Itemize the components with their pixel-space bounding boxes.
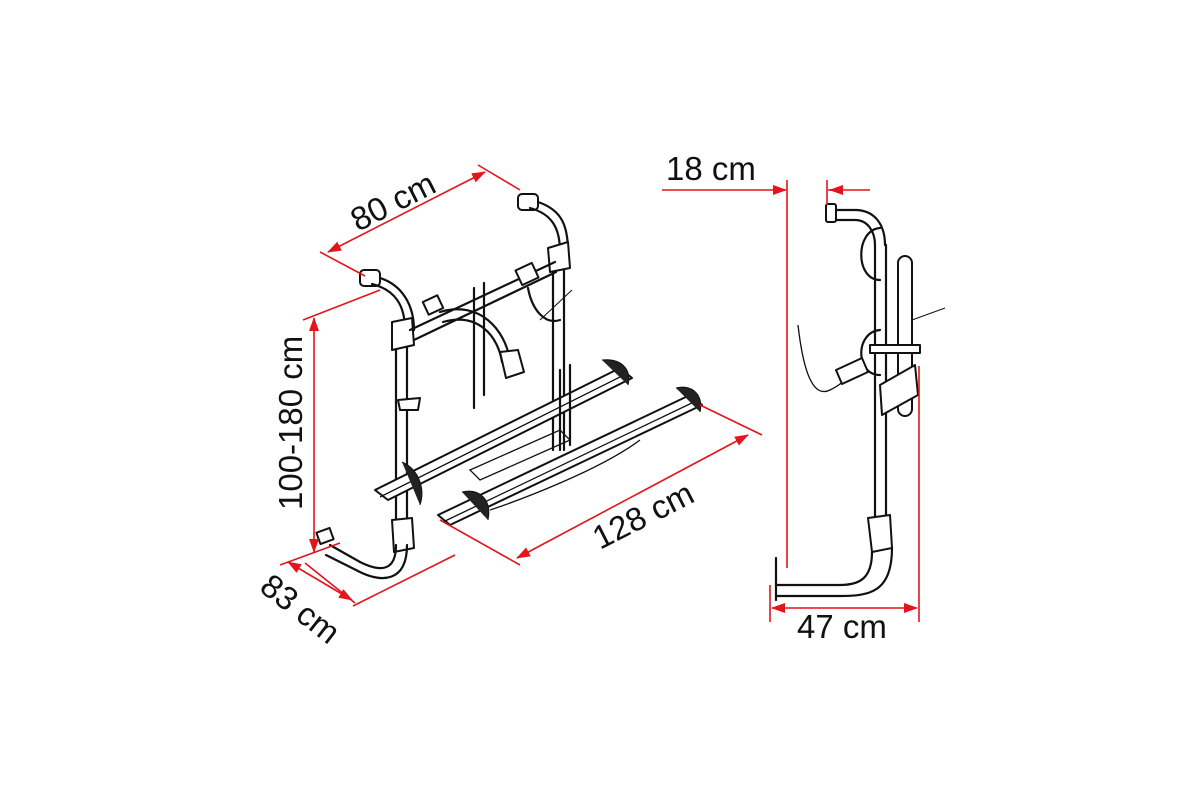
dimension-label-top-offset: 18 cm <box>666 150 756 187</box>
frame-holder-arms <box>438 281 573 410</box>
wheel-rail-back <box>374 359 633 506</box>
side-upright <box>774 203 894 602</box>
left-post <box>391 317 415 553</box>
dimension-label-base-depth: 47 cm <box>797 608 887 645</box>
post-bracket <box>397 397 421 411</box>
dimension-label-depth: 83 cm <box>254 566 348 650</box>
dimension-height: 100-180 cm <box>272 289 381 553</box>
dimension-rail-length: 128 cm <box>439 404 763 566</box>
perspective-view: 80 cm 100-180 cm 83 cm 128 cm <box>254 164 763 651</box>
side-wheel-clamps <box>797 226 946 417</box>
dimension-width: 80 cm <box>319 164 521 277</box>
dimension-base-depth: 47 cm <box>769 366 920 645</box>
side-view: 18 cm 47 cm <box>662 150 946 645</box>
dimension-label-height: 100-180 cm <box>272 336 309 510</box>
dimension-label-rail-length: 128 cm <box>586 474 699 556</box>
dimension-label-width: 80 cm <box>344 164 441 238</box>
dimension-top-offset: 18 cm <box>662 150 870 568</box>
